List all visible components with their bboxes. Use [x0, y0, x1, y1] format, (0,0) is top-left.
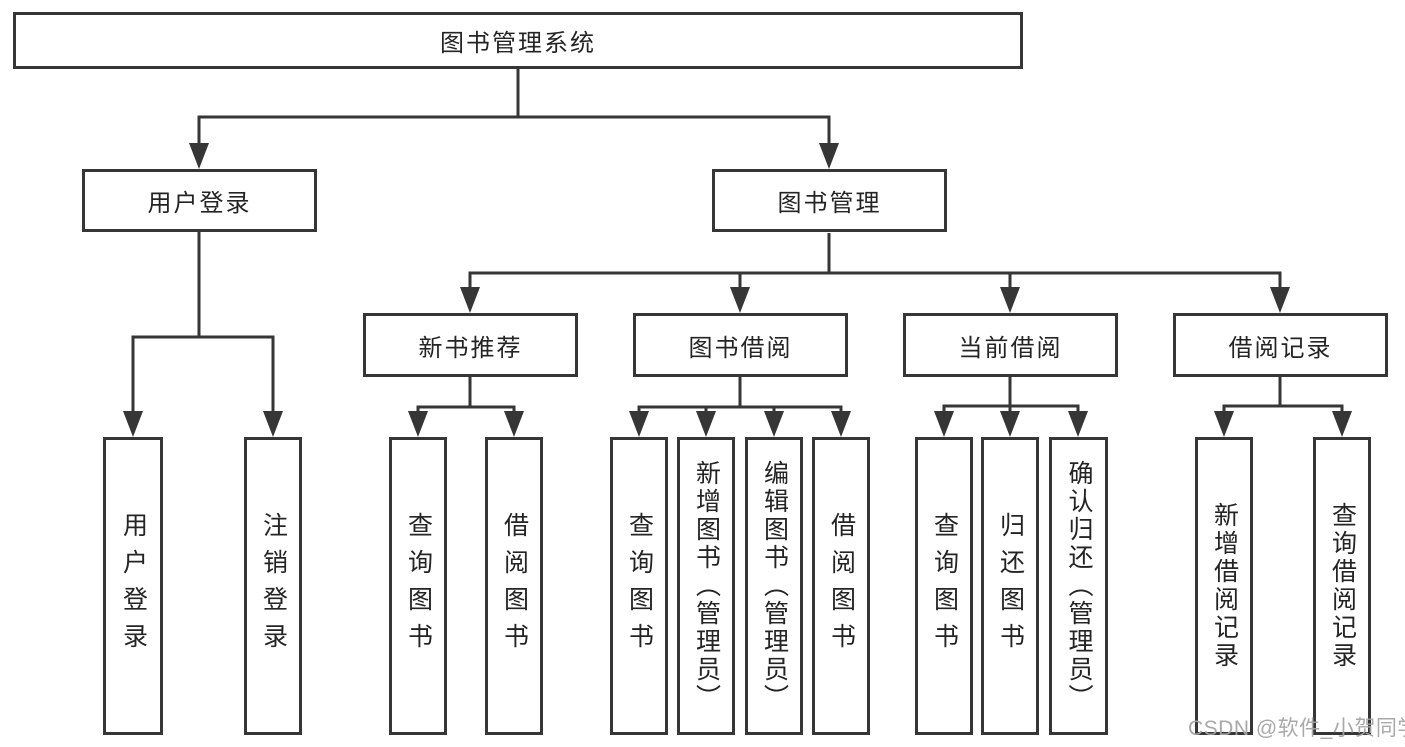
- leaf-query-books-borrowing: 查询图书: [610, 437, 668, 735]
- leaf-add-borrow-record: 新增借阅记录: [1195, 437, 1253, 735]
- leaf-edit-books-admin-label: 编辑图书（管理员）: [760, 460, 789, 712]
- node-new-book-recommendation-label: 新书推荐: [418, 334, 523, 362]
- node-user-login: 用户登录: [82, 169, 317, 232]
- leaf-logout: 注销登录: [244, 437, 302, 735]
- csdn-watermark: CSDN @软件_小贺同学: [1188, 717, 1405, 740]
- leaf-query-borrow-record: 查询借阅记录: [1313, 437, 1371, 735]
- leaf-query-books-current: 查询图书: [915, 437, 973, 735]
- leaf-query-books-borrowing-label: 查询图书: [625, 512, 654, 660]
- leaf-query-books-recommend: 查询图书: [389, 437, 447, 735]
- leaf-query-borrow-record-label: 查询借阅记录: [1328, 502, 1357, 670]
- leaf-query-books-current-label: 查询图书: [930, 512, 959, 660]
- leaf-return-books: 归还图书: [981, 437, 1039, 735]
- leaf-add-borrow-record-label: 新增借阅记录: [1210, 502, 1239, 670]
- leaf-confirm-return-admin: 确认归还（管理员）: [1049, 437, 1108, 735]
- leaf-user-login: 用户登录: [103, 437, 163, 735]
- node-borrowing-records-label: 借阅记录: [1228, 334, 1333, 362]
- leaf-logout-label: 注销登录: [259, 512, 288, 660]
- edge-arrowheads: [123, 143, 1352, 437]
- leaf-borrow-books-borrowing: 借阅图书: [812, 437, 870, 735]
- leaf-add-books-admin: 新增图书（管理员）: [677, 437, 735, 735]
- node-borrowing-records: 借阅记录: [1173, 313, 1388, 377]
- node-book-borrowing-label: 图书借阅: [688, 334, 793, 362]
- leaf-query-books-recommend-label: 查询图书: [404, 512, 433, 660]
- node-book-management: 图书管理: [712, 169, 947, 232]
- node-book-borrowing: 图书借阅: [633, 313, 848, 377]
- leaf-borrow-books-recommend-label: 借阅图书: [500, 512, 529, 660]
- leaf-add-books-admin-label: 新增图书（管理员）: [692, 460, 721, 712]
- leaf-user-login-label: 用户登录: [119, 512, 148, 660]
- node-current-borrowing-label: 当前借阅: [958, 334, 1063, 362]
- node-root-library-management-system: 图书管理系统: [13, 12, 1023, 69]
- node-book-management-label: 图书管理: [777, 190, 882, 217]
- leaf-borrow-books-borrowing-label: 借阅图书: [827, 512, 856, 660]
- node-new-book-recommendation: 新书推荐: [363, 313, 578, 377]
- leaf-edit-books-admin: 编辑图书（管理员）: [745, 437, 803, 735]
- leaf-return-books-label: 归还图书: [996, 512, 1025, 660]
- node-user-login-label: 用户登录: [147, 190, 252, 217]
- leaf-confirm-return-admin-label: 确认归还（管理员）: [1065, 460, 1093, 712]
- leaf-borrow-books-recommend: 借阅图书: [485, 437, 543, 735]
- node-current-borrowing: 当前借阅: [903, 313, 1118, 377]
- node-root-label: 图书管理系统: [440, 30, 596, 57]
